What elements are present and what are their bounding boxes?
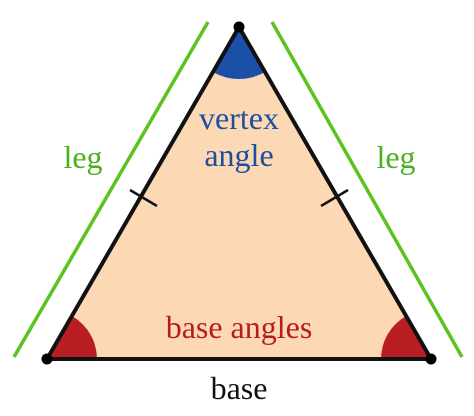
triangle-outline xyxy=(45,25,433,361)
base-label: base xyxy=(211,370,268,406)
vertex-angle-label-line1: vertex xyxy=(199,100,279,136)
leg-left-line xyxy=(12,21,210,358)
leg-right-label: leg xyxy=(376,139,415,175)
leg-left-tick xyxy=(129,188,158,208)
triangle-fill xyxy=(47,27,431,359)
vertex-left-point xyxy=(41,353,53,365)
leg-right-line xyxy=(270,21,464,358)
base-angles-label: base angles xyxy=(166,309,313,345)
leg-left-label: leg xyxy=(63,139,102,175)
vertex-right-point xyxy=(425,353,437,365)
leg-right-tick xyxy=(320,188,349,208)
base-angle-left xyxy=(47,316,97,359)
base-angle-right xyxy=(381,316,431,359)
vertex-angle xyxy=(213,27,265,79)
vertex-angle-label-line2: angle xyxy=(204,137,273,173)
vertex-top-point xyxy=(233,21,245,33)
